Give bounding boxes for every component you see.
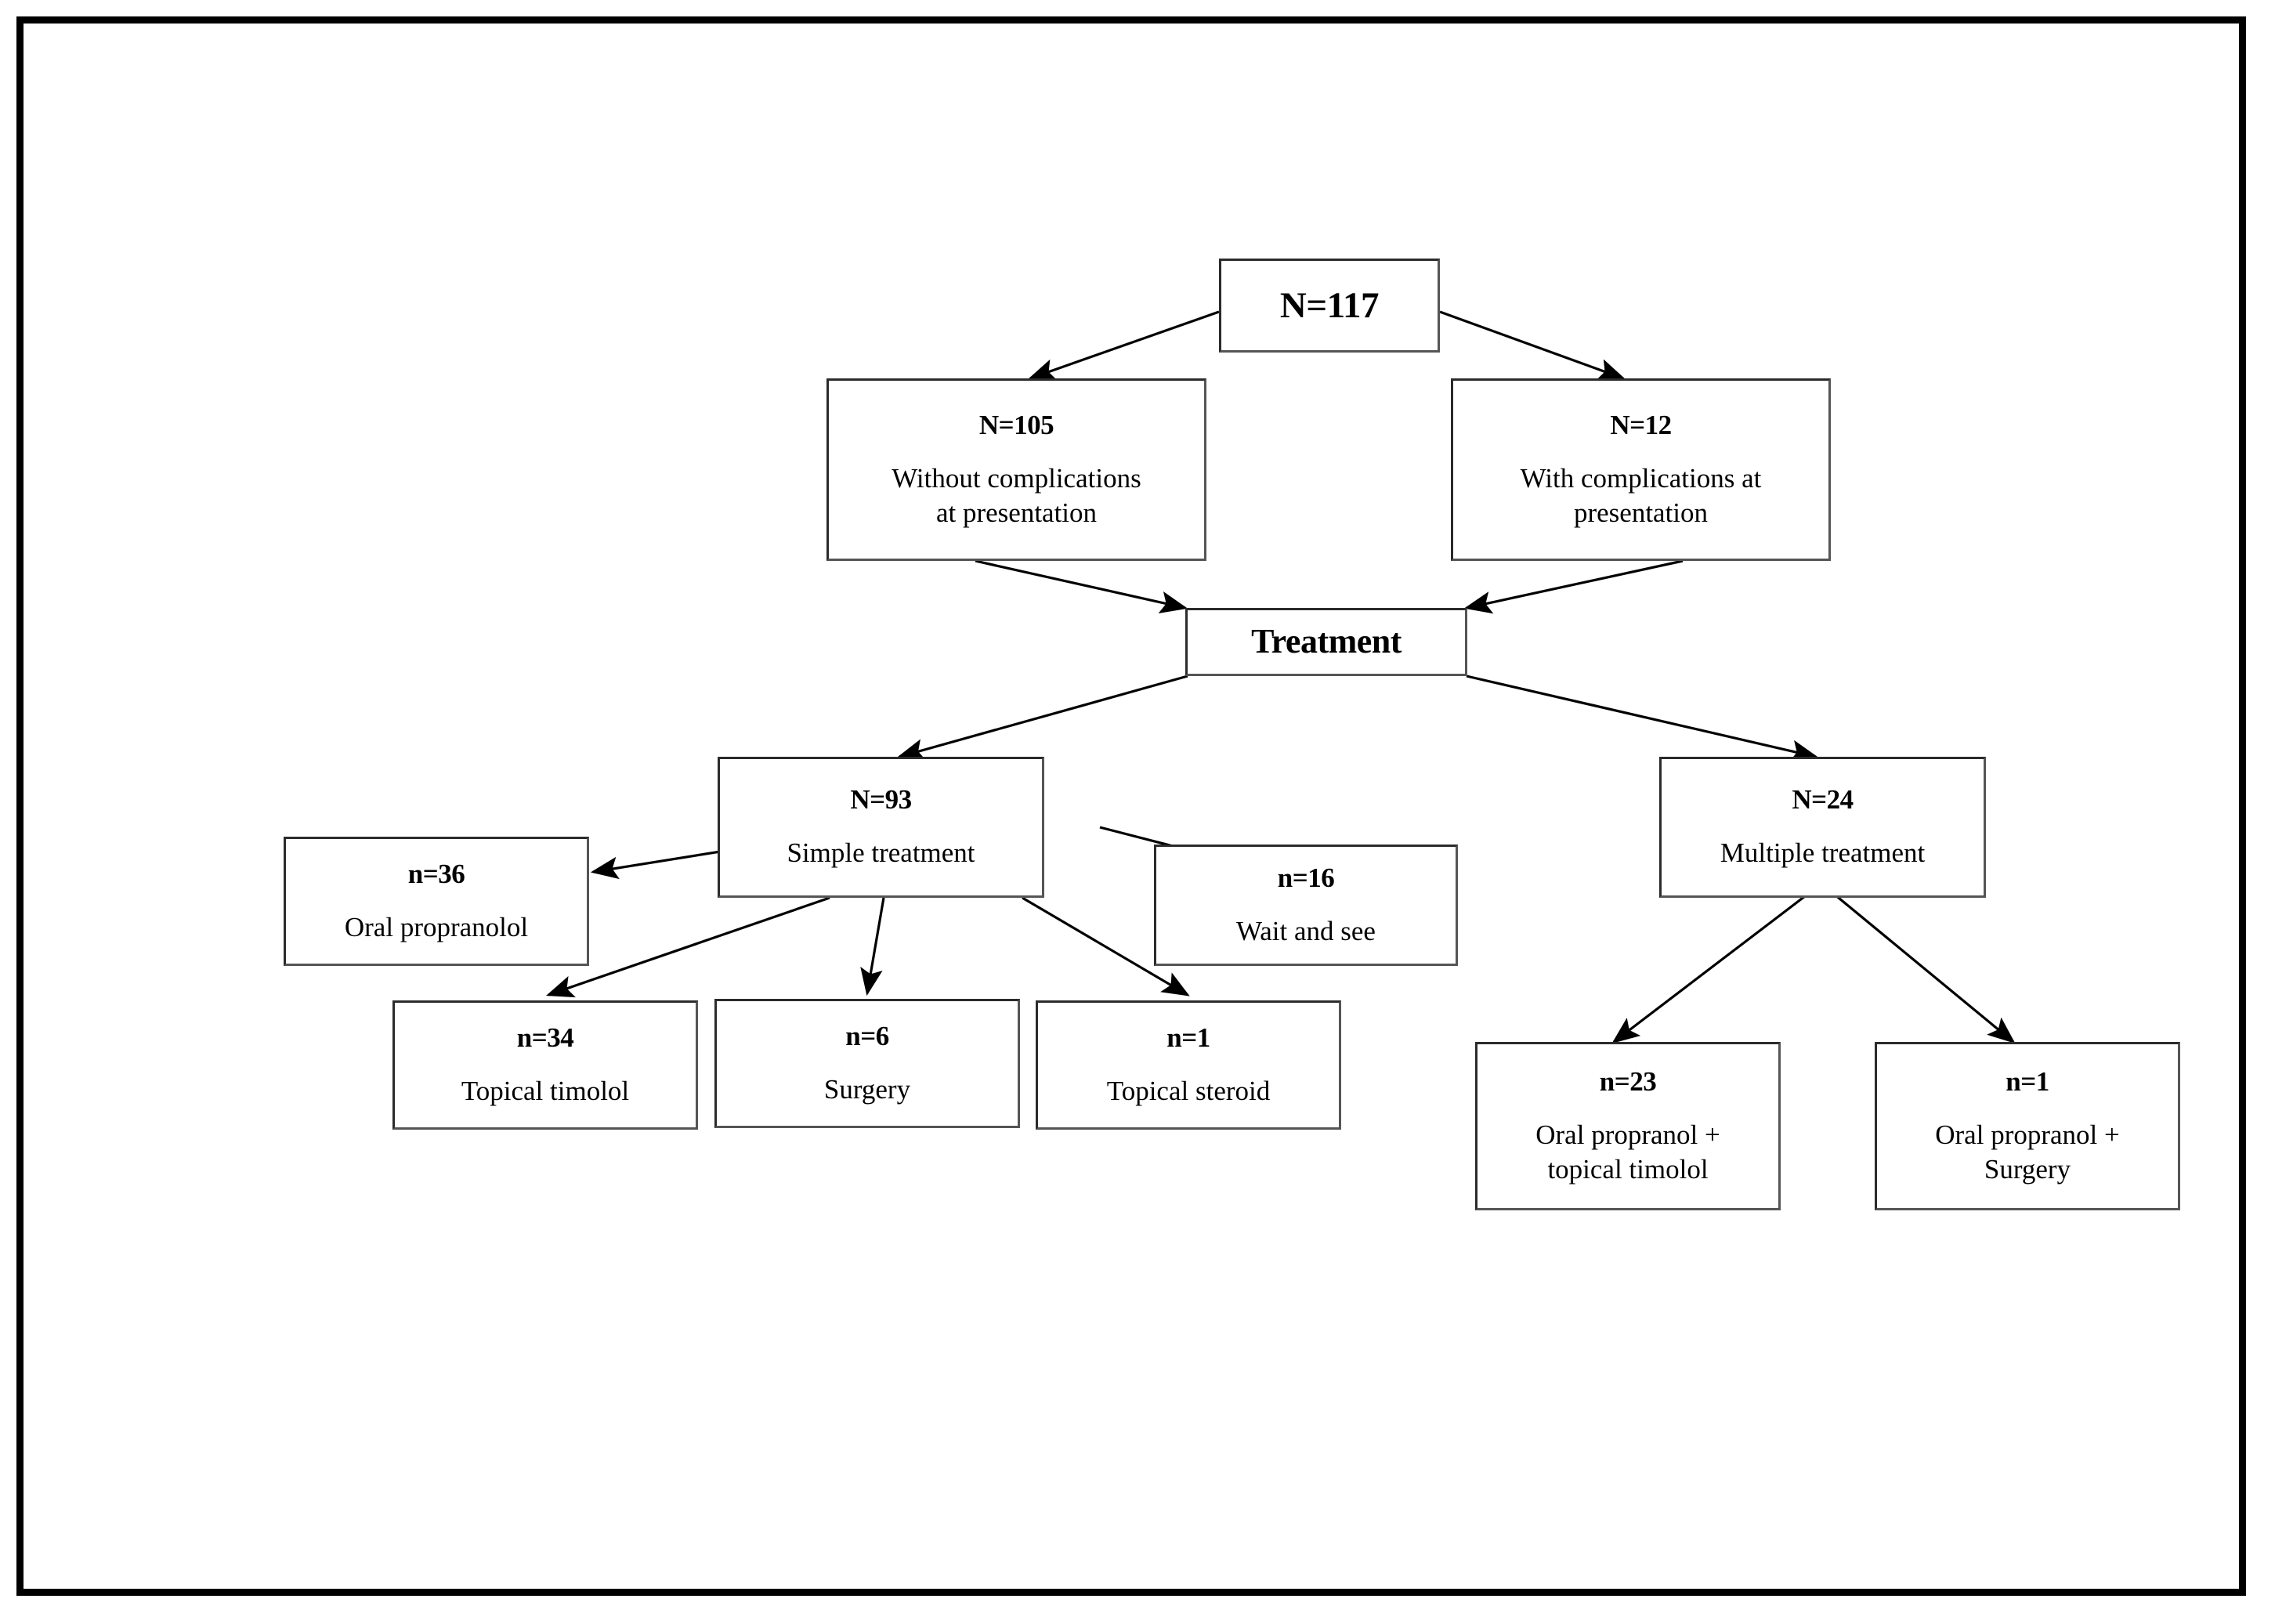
edge-treatment-to-simple [896,675,1188,761]
node-topical-steroid[interactable]: n=1 Topical steroid [1036,1000,1341,1130]
node-wait-and-see-label: Wait and see [1236,915,1376,946]
node-with-complications-count: N=12 [1610,409,1672,440]
edge-with-to-treatment [1463,559,1684,614]
node-oral-plus-surgery[interactable]: n=1 Oral propranol +Surgery [1875,1042,2180,1210]
node-topical-steroid-count: n=1 [1166,1022,1210,1053]
edge-root-to-with [1439,310,1626,381]
edge-treatment-to-multiple [1466,675,1819,762]
node-surgery[interactable]: n=6 Surgery [714,999,1020,1128]
node-multiple-treatment[interactable]: N=24 Multiple treatment [1659,757,1986,898]
edge-multiple-to-oral-plus-timolol [1611,882,1822,1043]
node-treatment-count: Treatment [1251,622,1402,661]
node-oral-plus-surgery-label: Oral propranol +Surgery [1935,1119,2120,1185]
node-topical-steroid-label: Topical steroid [1106,1075,1271,1106]
node-treatment[interactable]: Treatment [1185,608,1467,676]
node-oral-plus-timolol-count: n=23 [1599,1065,1657,1097]
node-root[interactable]: N=117 [1219,259,1440,353]
edge-without-to-treatment [975,559,1188,614]
node-simple-treatment-label: Simple treatment [787,837,975,869]
edge-multiple-to-oral-plus-surgery [1820,882,2016,1044]
node-topical-timolol-label: Topical timolol [461,1075,630,1106]
node-root-count: N=117 [1279,284,1380,326]
node-surgery-label: Surgery [823,1073,911,1105]
node-wait-and-see[interactable]: n=16 Wait and see [1154,845,1458,966]
node-oral-propranolol-label: Oral propranolol [344,911,529,942]
edge-simple-to-topical-steroid [1022,896,1190,996]
edge-simple-to-surgery [860,897,885,996]
edge-simple-to-topical-timolol [545,896,830,998]
node-multiple-treatment-label: Multiple treatment [1720,837,1926,869]
node-topical-timolol[interactable]: n=34 Topical timolol [392,1000,698,1130]
node-oral-plus-surgery-count: n=1 [2006,1065,2049,1097]
node-wait-and-see-count: n=16 [1277,862,1335,893]
node-surgery-count: n=6 [845,1020,889,1051]
node-multiple-treatment-count: N=24 [1792,784,1854,815]
node-topical-timolol-count: n=34 [516,1022,574,1053]
node-simple-treatment[interactable]: N=93 Simple treatment [718,757,1044,898]
node-oral-propranolol[interactable]: n=36 Oral propranolol [284,837,589,966]
node-oral-plus-timolol-label: Oral propranol +topical timolol [1535,1119,1720,1185]
node-without-complications-count: N=105 [978,409,1054,440]
node-oral-propranolol-count: n=36 [407,858,465,889]
node-simple-treatment-count: N=93 [850,784,912,815]
edge-root-to-without [1027,310,1220,381]
node-oral-plus-timolol[interactable]: n=23 Oral propranol +topical timolol [1475,1042,1781,1210]
